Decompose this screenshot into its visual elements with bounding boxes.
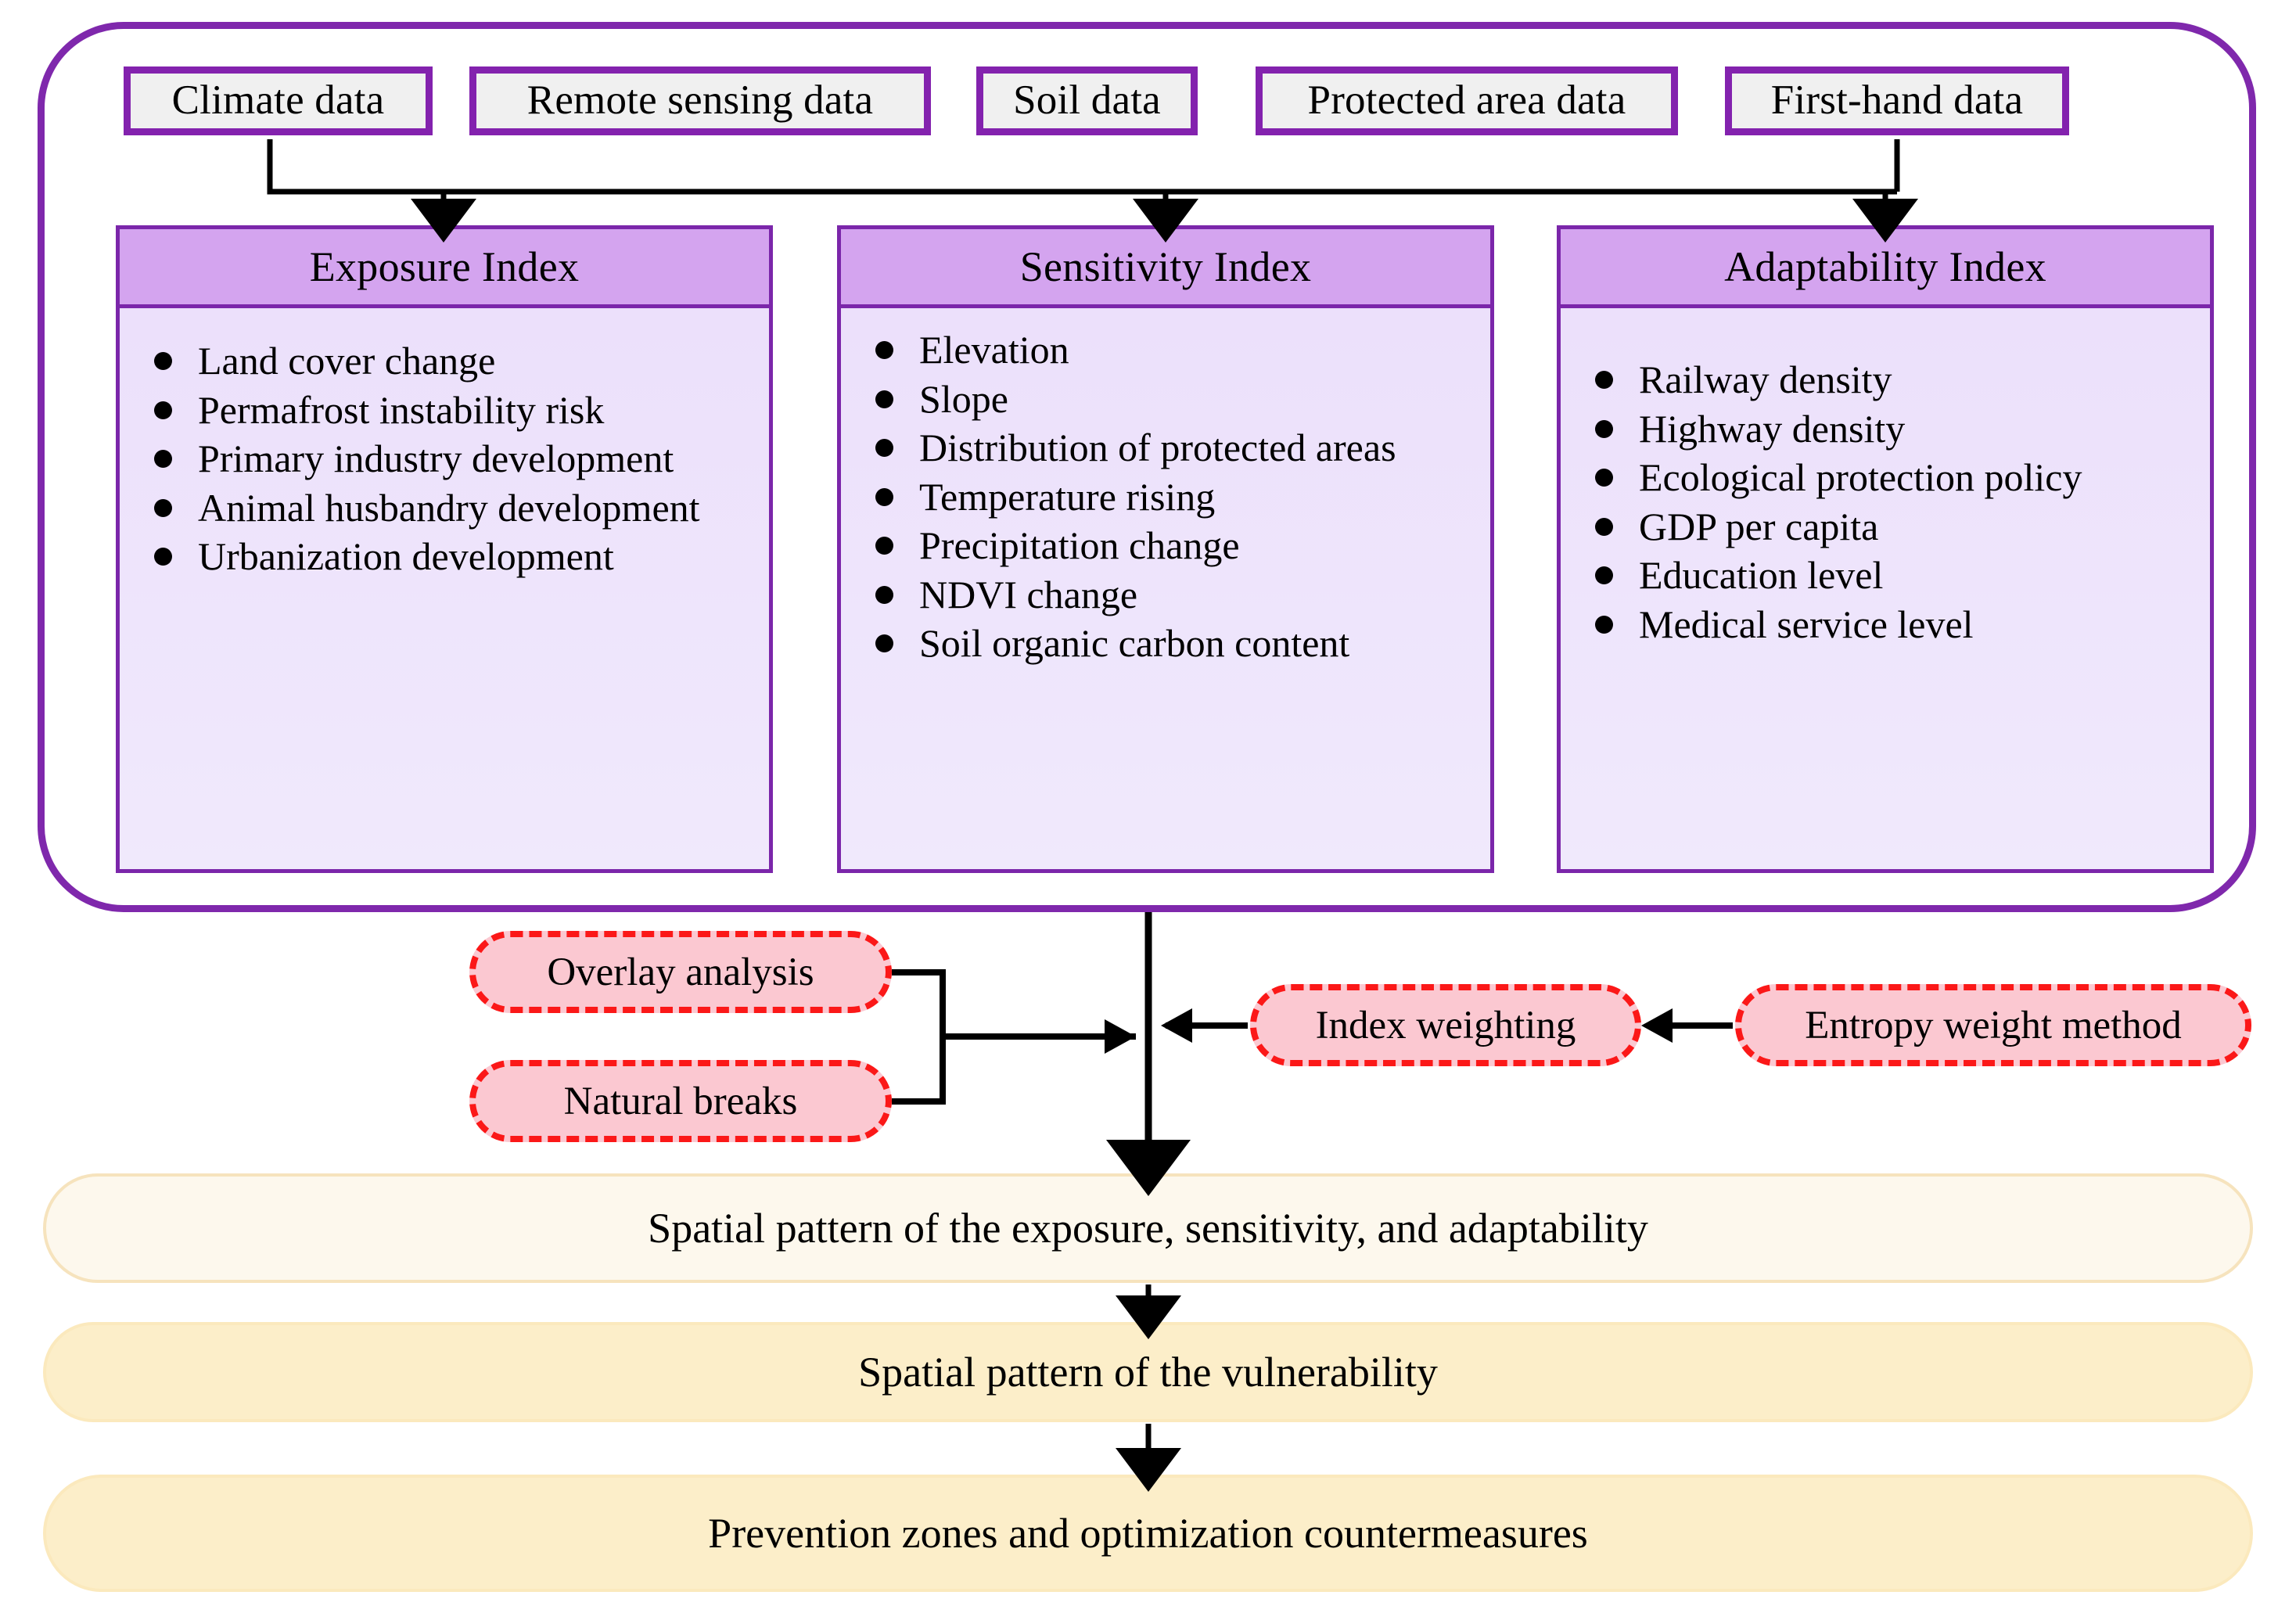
index-item-label: Slope xyxy=(919,376,1008,421)
data-source-label: Protected area data xyxy=(1307,77,1626,124)
data-source-label: First-hand data xyxy=(1770,77,2024,124)
index-item-label: Urbanization development xyxy=(198,534,614,578)
outcome-box-prevention-zones[interactable]: Prevention zones and optimization counte… xyxy=(43,1475,2253,1592)
list-item: Education level xyxy=(1581,552,2190,598)
data-source-label: Soil data xyxy=(1013,77,1161,124)
index-item-label: Primary industry development xyxy=(198,437,674,480)
method-pill-overlay-analysis[interactable]: Overlay analysis xyxy=(469,931,892,1013)
list-item: Medical service level xyxy=(1581,602,2190,648)
arrowhead-index-weighting xyxy=(1161,1008,1192,1043)
index-item-list: Land cover change Permafrost instability… xyxy=(140,338,749,580)
index-item-label: Permafrost instability risk xyxy=(198,387,605,432)
index-item-label: Precipitation change xyxy=(919,523,1240,567)
method-pill-natural-breaks[interactable]: Natural breaks xyxy=(469,1060,892,1142)
index-item-label: Distribution of protected areas xyxy=(919,426,1396,469)
data-source-label: Climate data xyxy=(171,77,385,124)
data-source-box-soil[interactable]: Soil data xyxy=(976,66,1198,135)
list-item: Temperature rising xyxy=(861,474,1470,520)
data-source-box-remote-sensing[interactable]: Remote sensing data xyxy=(469,66,931,135)
arrowhead-entropy xyxy=(1641,1008,1673,1043)
index-item-label: Education level xyxy=(1639,553,1884,597)
index-item-label: Medical service level xyxy=(1639,602,1974,646)
list-item: Highway density xyxy=(1581,406,2190,452)
index-panel-body: Railway density Highway density Ecologic… xyxy=(1561,308,2210,869)
list-item: Ecological protection policy xyxy=(1581,455,2190,501)
index-item-label: Temperature rising xyxy=(919,474,1216,519)
list-item: Primary industry development xyxy=(140,436,749,482)
list-item: Permafrost instability risk xyxy=(140,387,749,433)
index-item-label: Soil organic carbon content xyxy=(919,621,1350,665)
list-item: Urbanization development xyxy=(140,534,749,580)
method-pill-label: Index weighting xyxy=(1315,1003,1576,1047)
data-source-box-climate[interactable]: Climate data xyxy=(124,66,433,135)
list-item: NDVI change xyxy=(861,572,1470,618)
index-panel-header: Sensitivity Index xyxy=(841,229,1490,308)
index-panel-adaptability: Adaptability Index Railway density Highw… xyxy=(1557,225,2214,873)
index-panel-exposure: Exposure Index Land cover change Permafr… xyxy=(116,225,773,873)
index-item-list: Railway density Highway density Ecologic… xyxy=(1581,357,2190,647)
index-item-label: Ecological protection policy xyxy=(1639,455,2082,499)
index-framework-container xyxy=(38,22,2256,912)
index-item-label: Railway density xyxy=(1639,357,1892,401)
list-item: Slope xyxy=(861,376,1470,422)
method-pill-entropy-weight-method[interactable]: Entropy weight method xyxy=(1735,984,2251,1066)
list-item: Elevation xyxy=(861,327,1470,373)
index-panel-title: Sensitivity Index xyxy=(1019,243,1312,290)
outcome-box-spatial-pattern-components[interactable]: Spatial pattern of the exposure, sensiti… xyxy=(43,1173,2253,1283)
arrowhead-left-to-spine xyxy=(1105,1019,1136,1054)
list-item: Precipitation change xyxy=(861,523,1470,569)
index-item-label: Highway density xyxy=(1639,406,1906,451)
index-panel-body: Elevation Slope Distribution of protecte… xyxy=(841,308,1490,869)
index-item-label: NDVI change xyxy=(919,572,1138,616)
index-item-label: Elevation xyxy=(919,328,1069,372)
data-source-label: Remote sensing data xyxy=(526,77,874,124)
index-item-label: GDP per capita xyxy=(1639,504,1879,548)
data-source-box-first-hand[interactable]: First-hand data xyxy=(1725,66,2069,135)
method-pill-label: Entropy weight method xyxy=(1805,1003,2182,1047)
index-panel-header: Adaptability Index xyxy=(1561,229,2210,308)
list-item: Railway density xyxy=(1581,357,2190,403)
index-panel-sensitivity: Sensitivity Index Elevation Slope Distri… xyxy=(837,225,1494,873)
list-item: Land cover change xyxy=(140,338,749,384)
index-panel-title: Adaptability Index xyxy=(1724,243,2046,290)
outcome-label: Spatial pattern of the exposure, sensiti… xyxy=(648,1205,1648,1252)
connector-left-pill-bracket xyxy=(892,969,946,1105)
list-item: Soil organic carbon content xyxy=(861,620,1470,666)
outcome-box-spatial-pattern-vulnerability[interactable]: Spatial pattern of the vulnerability xyxy=(43,1322,2253,1422)
index-panel-title: Exposure Index xyxy=(309,243,580,290)
index-item-list: Elevation Slope Distribution of protecte… xyxy=(861,327,1470,666)
index-panel-header: Exposure Index xyxy=(120,229,769,308)
index-item-label: Animal husbandry development xyxy=(198,485,700,530)
outcome-label: Prevention zones and optimization counte… xyxy=(708,1510,1588,1557)
list-item: GDP per capita xyxy=(1581,504,2190,550)
data-source-box-protected-area[interactable]: Protected area data xyxy=(1256,66,1678,135)
index-panel-body: Land cover change Permafrost instability… xyxy=(120,308,769,869)
method-pill-label: Natural breaks xyxy=(563,1079,798,1123)
list-item: Distribution of protected areas xyxy=(861,425,1470,471)
outcome-label: Spatial pattern of the vulnerability xyxy=(858,1349,1438,1396)
list-item: Animal husbandry development xyxy=(140,485,749,531)
index-item-label: Land cover change xyxy=(198,339,496,383)
method-pill-label: Overlay analysis xyxy=(547,950,814,994)
method-pill-index-weighting[interactable]: Index weighting xyxy=(1250,984,1641,1066)
